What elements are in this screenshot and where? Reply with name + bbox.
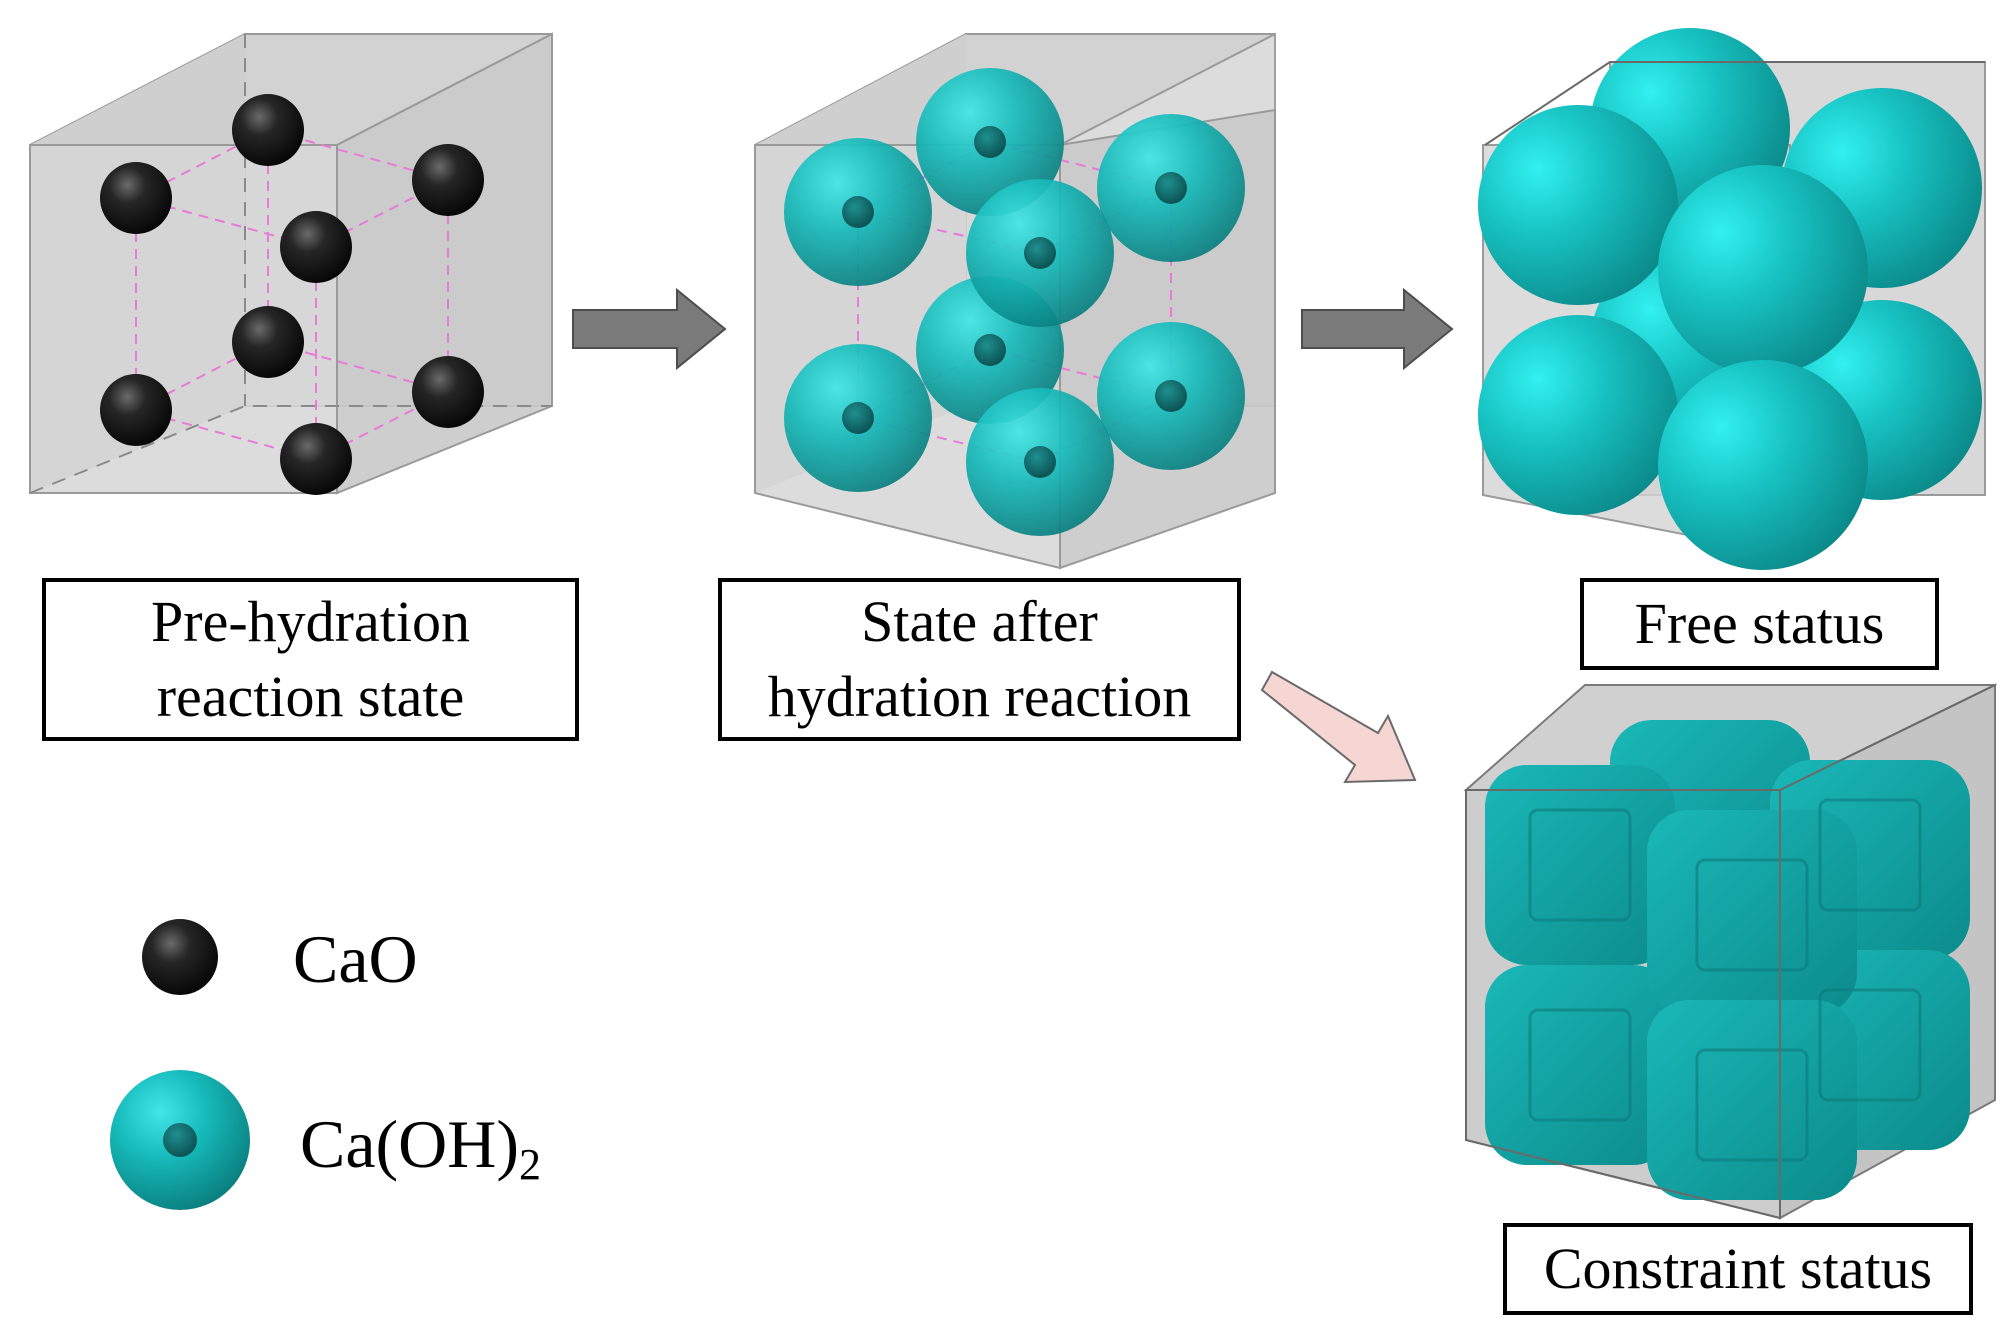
caoh2-block [1647, 1000, 1857, 1200]
free-status-caption: Free status [1580, 578, 1939, 670]
legend-caoh2-main: Ca(OH) [300, 1106, 520, 1182]
cao-sphere [100, 374, 172, 446]
caoh2-sphere-large [1478, 105, 1678, 305]
branch-arrow [1260, 670, 1417, 784]
after-hydration-caption: State after hydration reaction [718, 578, 1241, 741]
process-arrow-1 [572, 287, 727, 371]
caption-line: reaction state [156, 663, 465, 729]
constraint-status-caption: Constraint status [1503, 1223, 1973, 1315]
caption-line: Pre-hydration [151, 589, 470, 655]
caoh2-sphere-large [1478, 315, 1678, 515]
cao-spheres [100, 94, 484, 495]
pre-hydration-caption: Pre-hydration reaction state [42, 578, 579, 741]
legend-caoh2-label: Ca(OH)2 [300, 1110, 541, 1187]
caoh2-block [1647, 810, 1857, 1015]
caption-line: Constraint status [1543, 1235, 1933, 1301]
legend-caoh2-subscript: 2 [519, 1140, 542, 1189]
after-hydration-cube [754, 33, 1276, 570]
caoh2-sphere [784, 344, 932, 492]
caoh2-block [1485, 765, 1675, 965]
cao-sphere [280, 211, 352, 283]
caoh2-sphere [784, 138, 932, 286]
process-arrow-2 [1301, 287, 1454, 371]
caoh2-sphere-large [1658, 360, 1868, 570]
cao-sphere [232, 306, 304, 378]
caoh2-spheres-large [1478, 28, 1982, 570]
caoh2-sphere [966, 179, 1114, 327]
caoh2-sphere [1097, 114, 1245, 262]
caoh2-sphere [916, 68, 1064, 216]
caoh2-spheres [784, 68, 1245, 536]
cao-sphere [412, 356, 484, 428]
cao-sphere-icon [142, 919, 218, 995]
caoh2-sphere [1097, 322, 1245, 470]
cao-sphere [100, 162, 172, 234]
cao-sphere [232, 94, 304, 166]
caoh2-sphere [966, 388, 1114, 536]
constrained-blocks [1485, 720, 1970, 1200]
constraint-status-cube [1463, 683, 1998, 1220]
caoh2-sphere-large [1658, 165, 1868, 375]
caption-line: hydration reaction [767, 663, 1192, 729]
caption-line: Free status [1634, 590, 1885, 656]
caption-line: State after [861, 589, 1098, 655]
free-status-cube [1478, 28, 1986, 570]
cao-sphere [412, 144, 484, 216]
cao-sphere [280, 423, 352, 495]
caoh2-sphere-icon [110, 1070, 250, 1210]
caoh2-block [1485, 965, 1675, 1165]
pre-hydration-cube [29, 32, 553, 495]
legend-cao-label: CaO [293, 921, 418, 997]
